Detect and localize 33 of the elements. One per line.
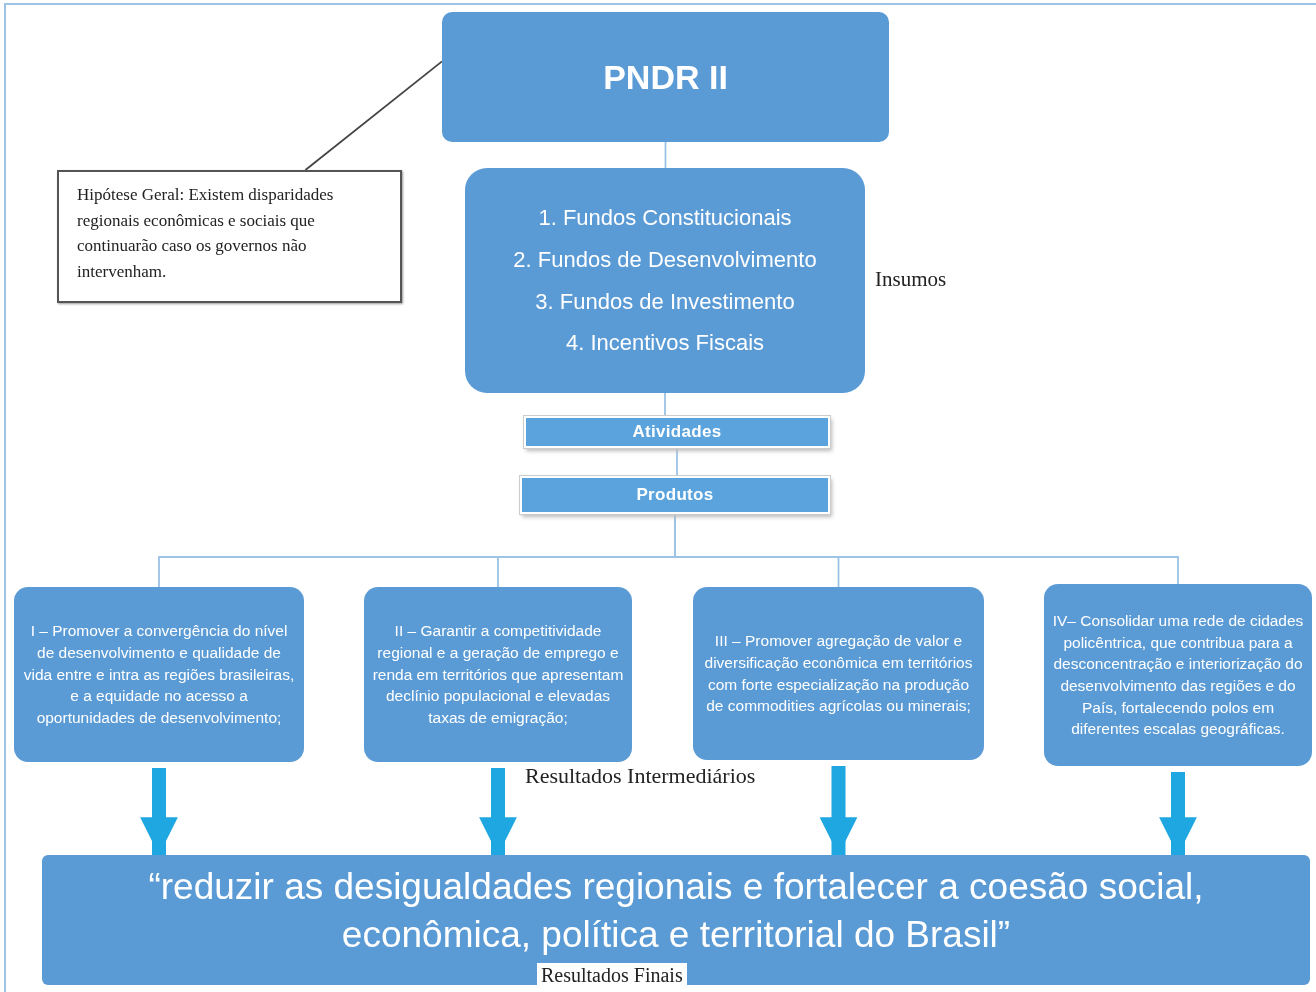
connector-line	[304, 60, 443, 171]
final-result-box	[42, 855, 1310, 985]
node-text: III – Promover agregação de valor e diversificação econômica em territórios com forte especialização na produção de commodities agrícolas ou minerais;	[703, 631, 974, 717]
stage-label: Insumos	[875, 266, 947, 293]
objective-box	[364, 587, 632, 762]
node-text: Atividades	[632, 422, 722, 442]
node-text: PNDR II	[603, 57, 728, 97]
node-text: IV– Consolidar uma rede de cidades policêntrica, que contribua para a desconcentração e interiorização do desenvolvimento das regiões e do País, fortalecendo polos em diferentes escalas geográficas.	[1052, 610, 1304, 740]
node-text: Hipótese Geral: Existem disparidades regionais econômicas e sociais que continuarão caso os governos não intervenham.	[77, 184, 335, 283]
connector-line	[664, 392, 666, 417]
node-text: Produtos	[636, 485, 714, 505]
arrow	[479, 768, 517, 855]
node-text: “reduzir as desigualdades regionais e fortalecer a coesão social, econômica, política e territorial do Brasil”	[147, 864, 1205, 957]
arrow	[1159, 772, 1197, 855]
node-text: 2. Fundos de Desenvolvimento	[513, 245, 817, 274]
arrow	[819, 766, 858, 855]
objective-box	[14, 587, 304, 762]
stage-label: Resultados Intermediários	[525, 763, 756, 789]
node-text: 4. Incentivos Fiscais	[565, 329, 765, 358]
stage-label: Resultados Finais	[537, 963, 687, 987]
node-text: 3. Fundos de Investimento	[535, 287, 795, 316]
node-text: 1. Fundos Constitucionais	[538, 203, 792, 232]
connector-line	[664, 141, 667, 169]
node-text: II – Garantir a competitividade regional e a geração de emprego e renda em territórios que apresentam declínio populacional e elevadas taxas de emigração;	[372, 621, 624, 729]
stage-box	[524, 416, 830, 448]
hypothesis-box	[57, 170, 402, 303]
node-text: I – Promover a convergência do nível de desenvolvimento e qualidade de vida entre e intra as regiões brasileiras, e a equidade no acesso a oportunidades de desenvolvimento;	[22, 621, 296, 729]
title-box	[442, 12, 889, 142]
objective-box	[693, 587, 984, 760]
objective-box	[1044, 584, 1312, 766]
stage-box	[520, 476, 830, 514]
arrow	[140, 768, 178, 855]
connector-line	[676, 447, 678, 477]
